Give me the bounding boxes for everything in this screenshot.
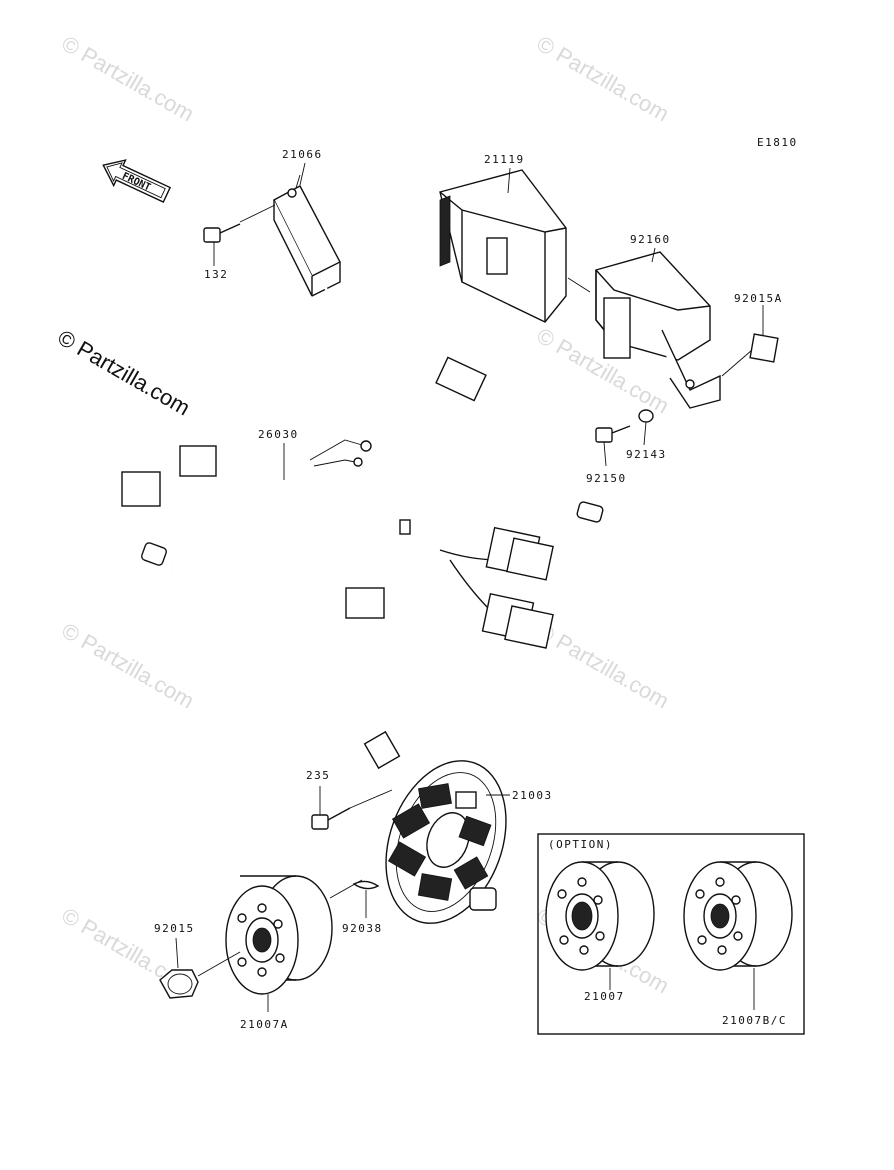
label-26030: 26030 — [258, 428, 299, 441]
label-132: 132 — [204, 268, 228, 281]
part-26030-harness — [121, 439, 604, 649]
part-92160-bracket — [595, 251, 721, 409]
front-arrow-icon: FRONT — [102, 159, 172, 203]
part-21007-flywheel — [545, 861, 655, 990]
watermark: © Partzilla.com — [533, 31, 674, 127]
label-21007BC: 21007B/C — [722, 1014, 787, 1027]
label-92038: 92038 — [342, 922, 383, 935]
stator-coils — [387, 783, 492, 901]
label-92015A: 92015A — [734, 292, 783, 305]
part-21066-unit — [273, 174, 487, 402]
part-21007A-flywheel — [225, 875, 333, 1012]
bolt-92150 — [595, 425, 631, 467]
label-21119: 21119 — [484, 153, 525, 166]
nut-92015 — [159, 937, 241, 999]
option-box: (OPTION) 21007 — [537, 833, 805, 1035]
label-235: 235 — [306, 769, 330, 782]
label-21066: 21066 — [282, 148, 323, 161]
bolt-235 — [311, 786, 393, 830]
watermark: © Partzilla.com — [533, 618, 674, 714]
watermark-dark: © Partzilla.com — [54, 325, 195, 421]
label-21003: 21003 — [512, 789, 553, 802]
part-21003-stator — [294, 584, 507, 924]
key-92038 — [329, 879, 380, 918]
label-92160: 92160 — [630, 233, 671, 246]
part-21119-cdi — [439, 169, 567, 323]
washer-92143 — [638, 409, 654, 446]
label-92015: 92015 — [154, 922, 195, 935]
label-21007A: 21007A — [240, 1018, 289, 1031]
part-21007BC-flywheel — [683, 861, 793, 1010]
diagram-code: E1810 — [757, 136, 798, 149]
bolt-132 — [203, 204, 276, 266]
watermark: © Partzilla.com — [58, 31, 199, 127]
clip-92015A — [721, 305, 779, 377]
option-label: (OPTION) — [548, 838, 613, 851]
label-92150: 92150 — [586, 472, 627, 485]
watermark: © Partzilla.com — [58, 618, 199, 714]
label-21007: 21007 — [584, 990, 625, 1003]
label-92143: 92143 — [626, 448, 667, 461]
